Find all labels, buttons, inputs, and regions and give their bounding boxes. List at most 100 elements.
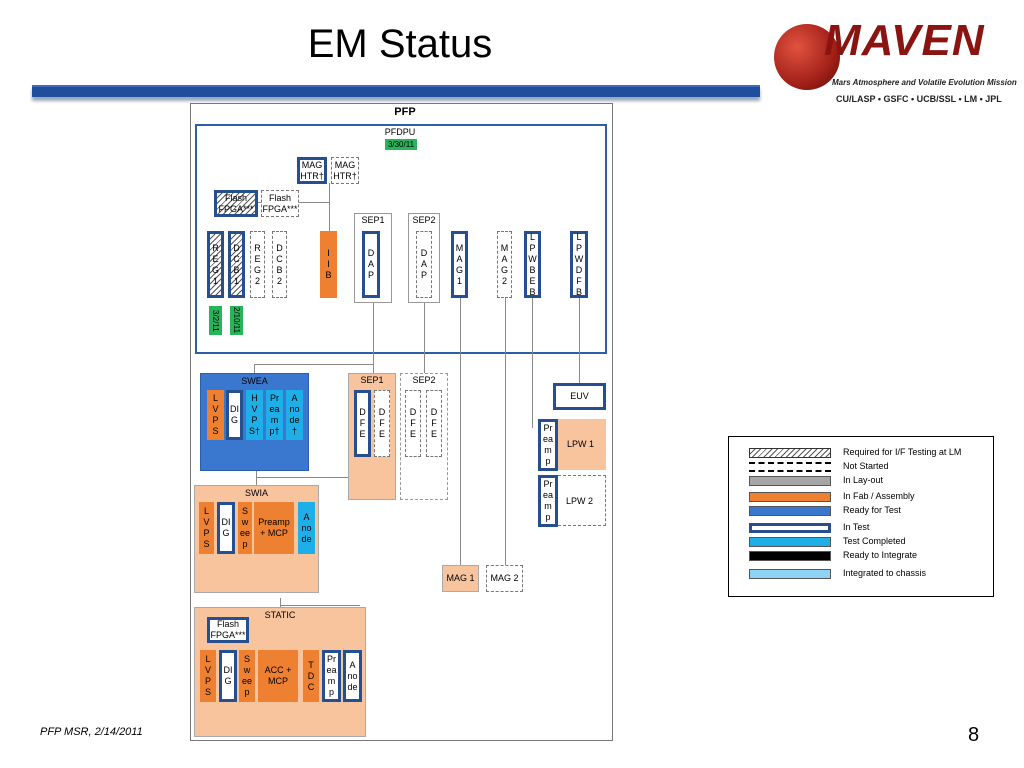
static-anode: A no de [343,650,362,702]
legend: Required for I/F Testing at LM Not Starte… [728,436,994,597]
legend-item: In Fab / Assembly [729,491,993,504]
lpw-dfb-board: L P W D F B [570,231,588,298]
connector [256,477,356,478]
legend-swatch [749,448,831,458]
maven-logo: MAVEN Mars Atmosphere and Volatile Evolu… [770,8,1017,108]
sep2-dap-label: SEP2 [412,215,436,225]
reg-2: R E G 2 [250,231,265,298]
mag-1-board: M A G 1 [451,231,468,298]
lpw-1-preamp: Pr ea m p [538,419,558,471]
legend-item: Not Started [729,461,993,474]
static-lvps: L V P S [200,650,216,702]
pfp-title: PFP [394,106,416,118]
logo-wordmark: MAVEN [824,16,985,65]
dcb-1: D C B 1 [228,231,245,298]
connector [329,183,330,233]
legend-item: Test Completed [729,536,993,549]
pfdpu-title: PFDPU [384,127,416,137]
sep2-fe-frame [400,373,448,500]
static-preamp: Pr ea m p [322,650,341,702]
connector [254,364,374,365]
legend-label: Integrated to chassis [843,568,927,578]
legend-item: In Test [729,522,993,535]
legend-item: Integrated to chassis [729,568,993,581]
sep1-dfe-2: D F E [374,390,390,457]
lpw-2-preamp: Pr ea m p [538,475,558,527]
legend-item: Ready to Integrate [729,550,993,563]
legend-label: Ready for Test [843,505,901,515]
legend-swatch [749,569,831,579]
static-sweep: S w ee p [239,650,255,702]
legend-item: Ready for Test [729,505,993,518]
swea-lvps: L V P S [207,390,224,440]
legend-label: Not Started [843,461,889,471]
static-flash-fpga: Flash FPGA*** [207,617,249,643]
sep1-dap: D A P [362,231,380,298]
connector [256,471,257,485]
swea-anode: A no de † [286,390,303,440]
legend-label: Ready to Integrate [843,550,918,560]
swea-preamp: Pr ea m p† [266,390,283,440]
swia-sweep: S w ee p [238,502,252,554]
connector [373,303,374,373]
swia-anode: A no de [298,502,315,554]
sep2-dap-frame [408,213,440,303]
static-dig: DI G [219,650,237,702]
sep2-dap: D A P [416,231,432,298]
legend-swatch [749,476,831,486]
logo-tagline: Mars Atmosphere and Volatile Evolution M… [832,78,1017,87]
reg-1: R E G 1 [207,231,224,298]
sep1-fe-label: SEP1 [360,375,384,385]
legend-swatch [749,506,831,516]
connector [505,298,506,566]
footer-text: PFP MSR, 2/14/2011 [40,726,143,738]
sep1-dap-frame [354,213,392,303]
iib-board: I I B [320,231,337,298]
legend-label: In Fab / Assembly [843,491,915,501]
legend-item: In Lay-out [729,475,993,488]
pfdpu-frame [195,124,607,354]
lpw-1-box: LPW 1 [553,419,606,470]
legend-swatch [749,551,831,561]
mag-htr-2: MAG HTR† [331,157,359,184]
connector [424,303,425,373]
swia-dig: DI G [217,502,235,554]
legend-label: In Lay-out [843,475,884,485]
swia-preamp-mcp: Preamp + MCP [254,502,294,554]
legend-label: Required for I/F Testing at LM [843,447,962,457]
swea-title: SWEA [241,376,268,386]
legend-swatch [749,523,831,533]
legend-swatch [749,462,831,472]
static-tdc: T D C [303,650,319,702]
lpw-2-box: LPW 2 [553,475,606,526]
sep2-fe-label: SEP2 [412,375,436,385]
connector [460,298,461,566]
legend-swatch [749,537,831,547]
reg-1-date: 3/2/11 [209,306,222,335]
pfp-frame [190,103,613,741]
connector [280,605,360,606]
swia-title: SWIA [244,488,268,498]
mag-2-board: M A G 2 [497,231,512,298]
mars-planet-icon [774,24,840,90]
pfdpu-date: 3/30/11 [385,139,417,150]
static-title: STATIC [264,610,296,620]
mag-1-sensor: MAG 1 [442,565,479,592]
legend-label: In Test [843,522,870,532]
flash-fpga-1: Flash FPGA*** [214,190,258,217]
connector [532,298,533,428]
connector [579,298,580,383]
slide-title: EM Status [307,22,493,66]
dcb-1-date: 2/10/11 [230,306,243,335]
swea-dig: DI G [226,390,243,440]
connector [254,364,255,373]
connector [280,598,281,607]
sep1-dap-label: SEP1 [361,215,385,225]
sep2-dfe-1: D F E [405,390,421,457]
sep2-dfe-2: D F E [426,390,442,457]
flash-fpga-2: Flash FPGA*** [261,190,299,217]
mag-2-sensor: MAG 2 [486,565,523,592]
header-bar [32,85,760,97]
dcb-2: D C B 2 [272,231,287,298]
legend-label: Test Completed [843,536,906,546]
